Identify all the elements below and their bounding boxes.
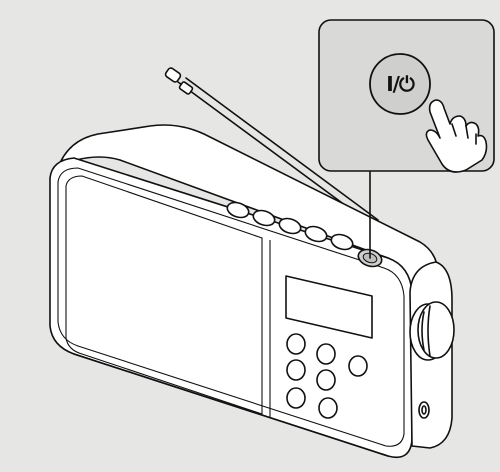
zoomed-power-button xyxy=(369,53,431,115)
power-symbol-icon: I/⏻ xyxy=(386,72,415,96)
pointing-hand-icon xyxy=(425,99,488,173)
keypad xyxy=(286,333,368,419)
callout-box xyxy=(318,19,495,173)
tuning-knob xyxy=(409,301,455,361)
power-button-label: I/⏻ xyxy=(375,70,425,98)
display-window xyxy=(285,275,373,339)
radio-body xyxy=(49,124,453,459)
top-buttons xyxy=(226,201,354,251)
headphone-jack xyxy=(418,401,430,419)
